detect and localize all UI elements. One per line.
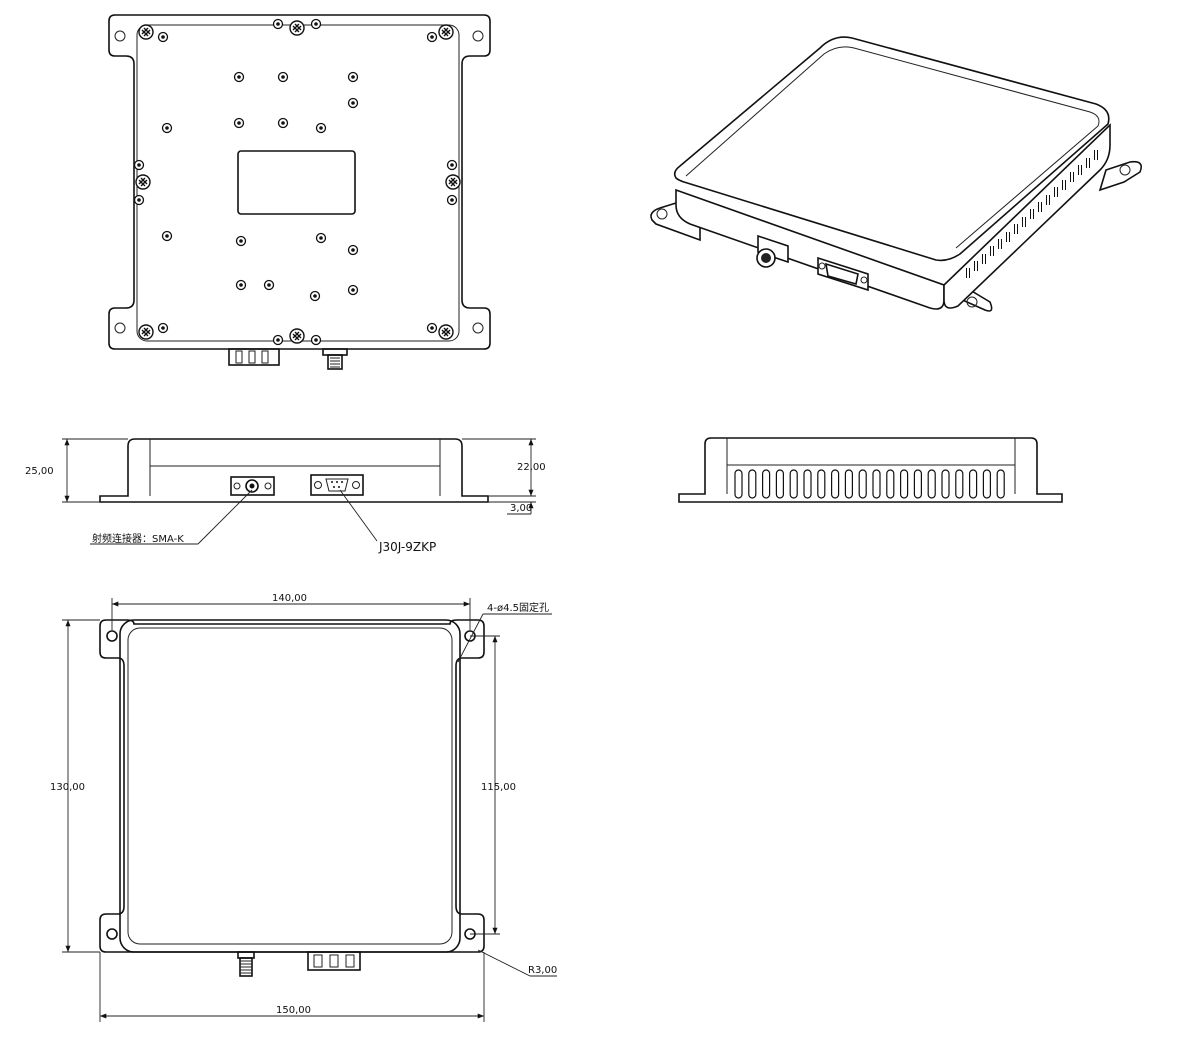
vent-slot [844, 469, 854, 499]
vent-slot [955, 469, 964, 499]
vent-slot [748, 469, 757, 499]
vent-slot [872, 469, 881, 499]
vent-slot [899, 469, 909, 499]
dim-flange-thickness: 3,00 [510, 503, 532, 514]
vent-slot [927, 469, 936, 499]
vent-slot [817, 469, 826, 499]
holes-note-label: 4-ø4.5固定孔 [487, 601, 549, 614]
back-view [108, 14, 491, 370]
isometric-view [650, 36, 1143, 312]
vent-slot [968, 469, 978, 499]
dim-width-holes: 140,00 [272, 593, 307, 604]
vent-slot [761, 469, 771, 499]
vent-slot [858, 469, 867, 499]
dim-height-overall: 130,00 [50, 782, 85, 793]
dim-height-holes: 115,00 [481, 782, 516, 793]
vent-slot [913, 469, 923, 499]
side-view [678, 437, 1063, 503]
vent-slot [886, 469, 895, 499]
vent-slot [803, 469, 812, 499]
rf-connector-label: 射频连接器：SMA-K [92, 532, 184, 545]
vent-slot [830, 469, 840, 499]
front-view: 25,00 22,00 3,00 射频连接器：SMA-K J30J-9ZKP [25, 438, 546, 554]
dim-width-overall: 150,00 [276, 1005, 311, 1016]
vent-slots [734, 469, 1005, 499]
dim-corner-radius: R3,00 [528, 965, 557, 976]
top-view: 140,00 4-ø4.5固定孔 130,00 115,00 R3,00 150… [50, 593, 557, 1022]
vent-slot [996, 469, 1005, 499]
vent-slot [789, 469, 798, 499]
dim-height-body: 22,00 [517, 462, 546, 473]
vent-slot [734, 469, 743, 499]
dim-height-total: 25,00 [25, 466, 54, 477]
data-connector-label: J30J-9ZKP [378, 540, 436, 554]
vent-slot [775, 469, 785, 499]
vent-slot [941, 469, 950, 499]
vent-slot [982, 469, 992, 499]
